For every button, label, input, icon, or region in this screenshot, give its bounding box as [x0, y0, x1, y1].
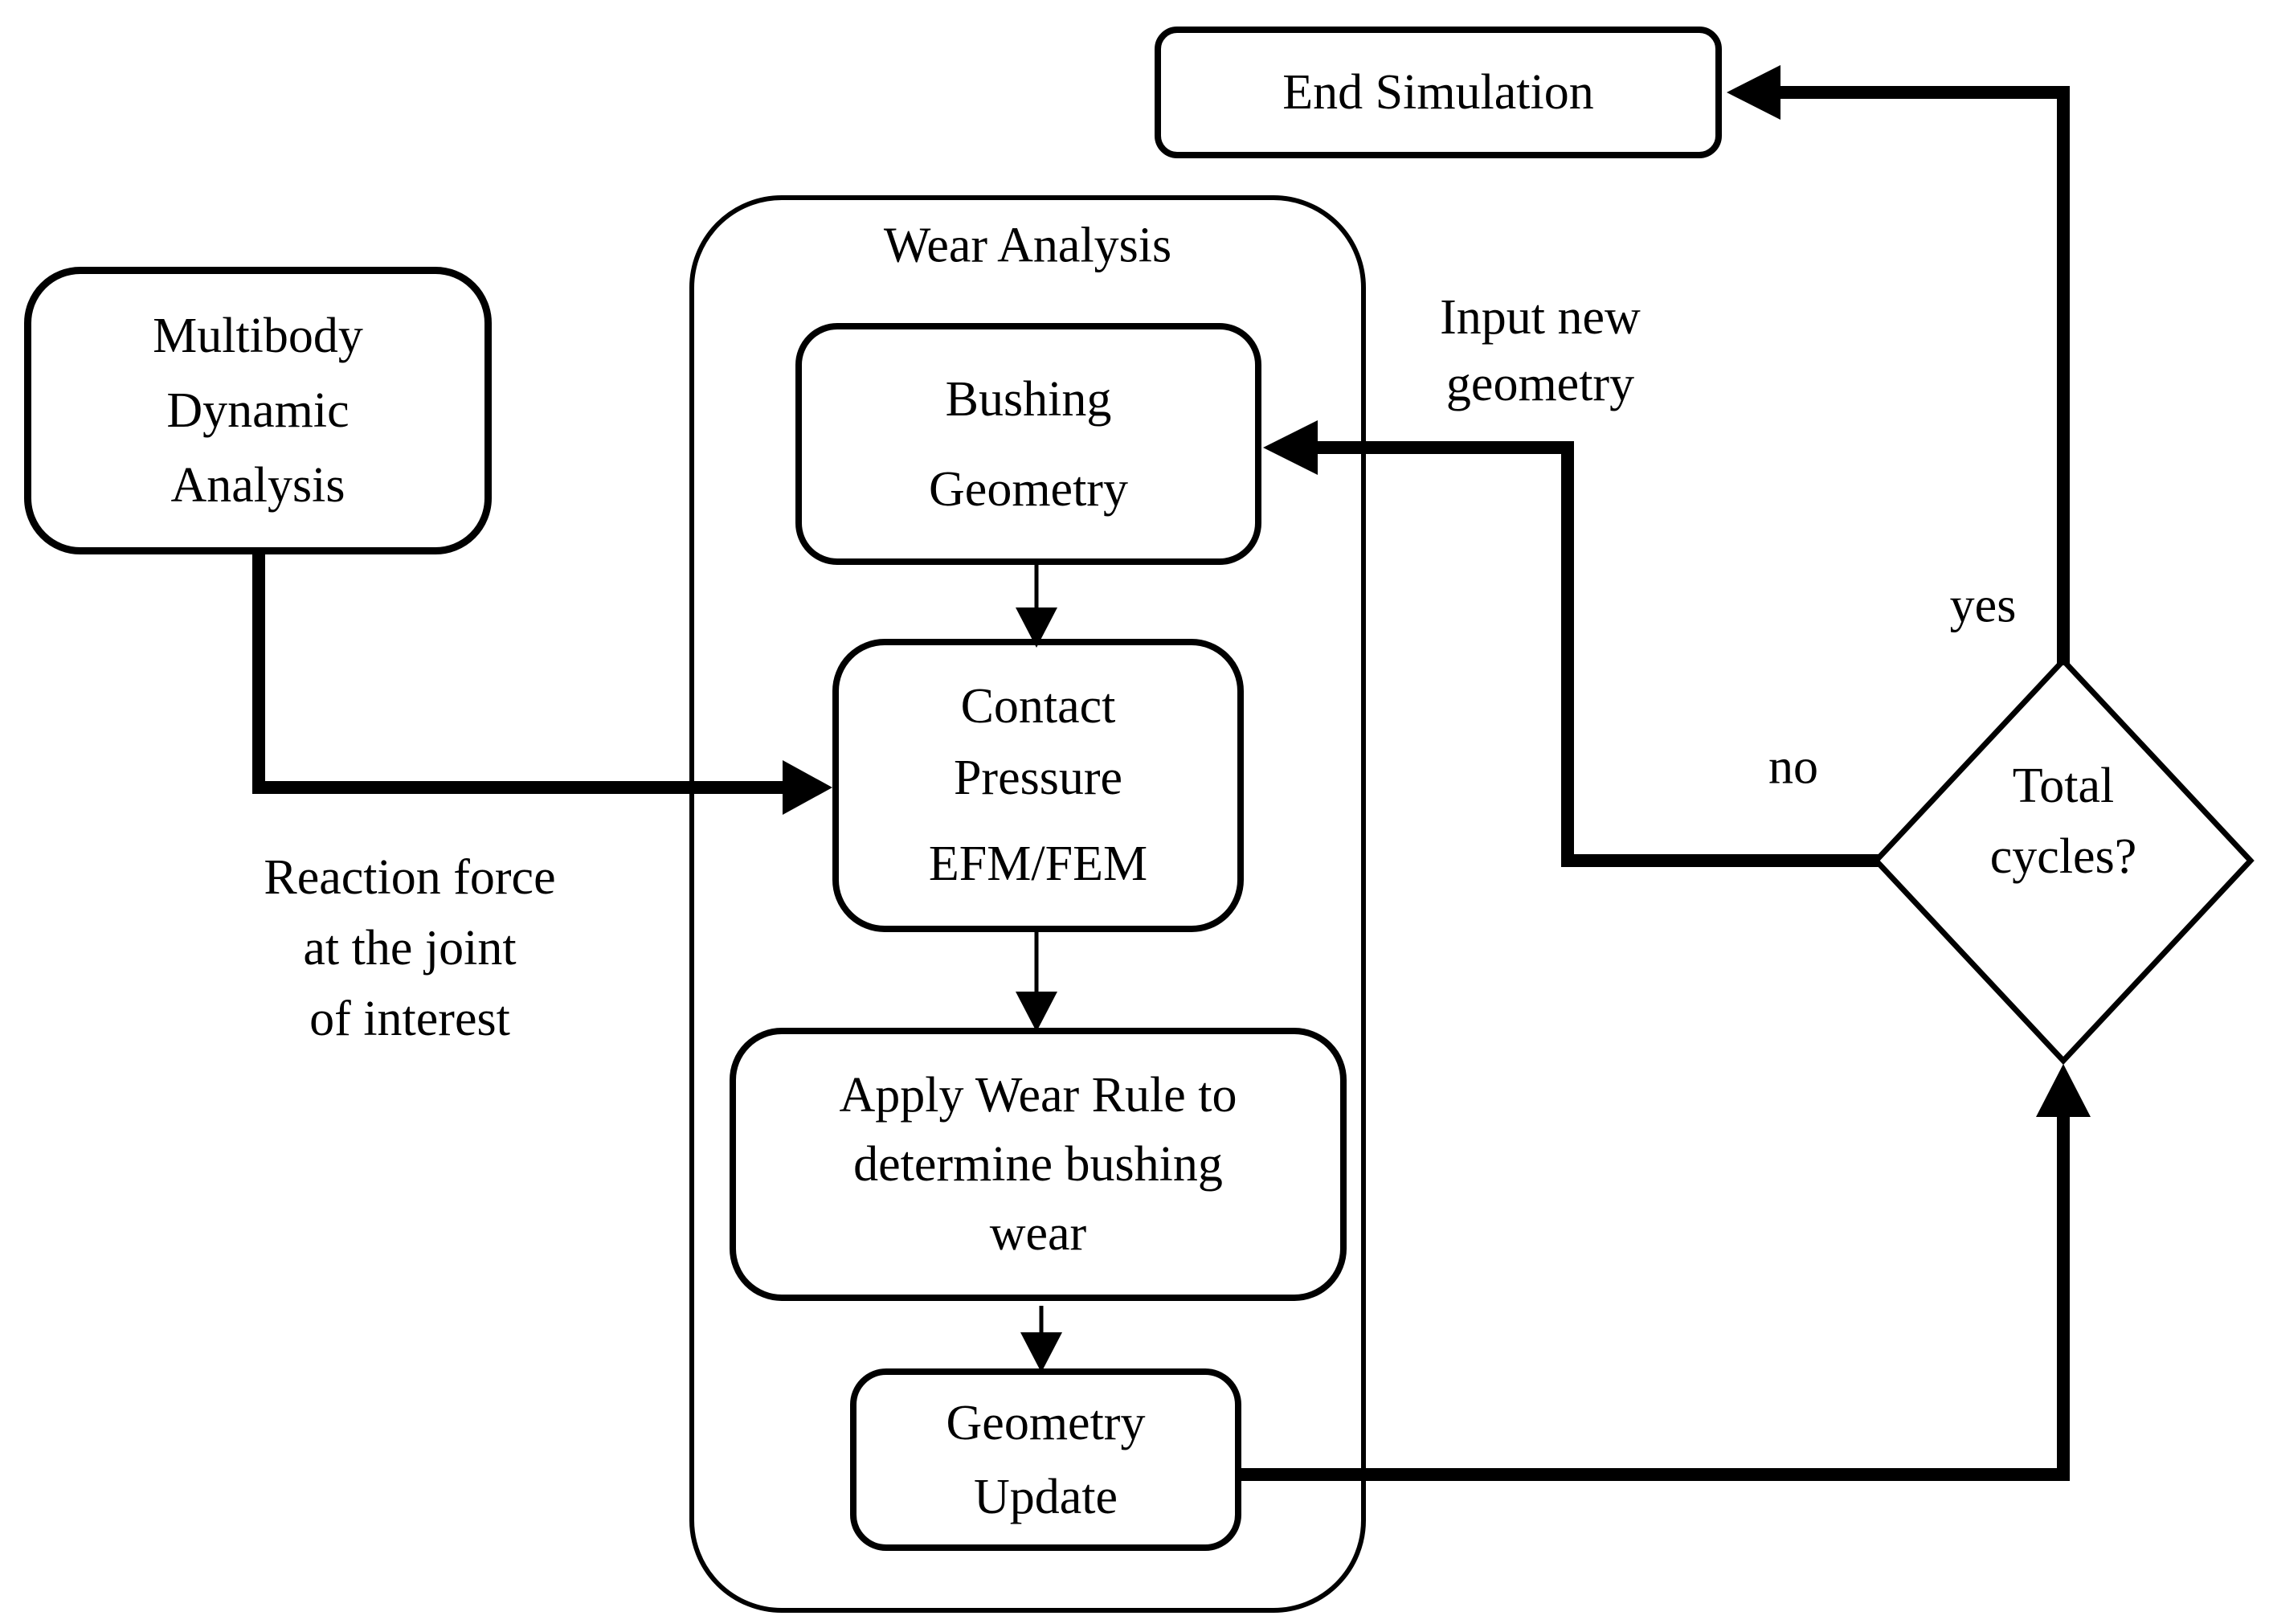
edge-yes-to-end-simulation-line — [1780, 86, 2070, 665]
multibody-dynamic-analysis-node: Multibody Dynamic Analysis — [24, 267, 492, 554]
apply-wear-rule-node: Apply Wear Rule to determine bushing wea… — [730, 1028, 1347, 1301]
bushing-geometry-label: Bushing Geometry — [929, 371, 1128, 517]
edge-apply-to-geometry-update-arrowhead — [1020, 1332, 1062, 1372]
total-cycles-label: Total cycles? — [1989, 759, 2137, 884]
end-simulation-node: End Simulation — [1155, 27, 1722, 158]
contact-pressure-method-label: EFM/FEM — [928, 837, 1148, 891]
bushing-geometry-node: Bushing Geometry — [795, 323, 1261, 565]
end-simulation-label: End Simulation — [1282, 64, 1594, 120]
multibody-dynamic-analysis-label: Multibody Dynamic Analysis — [153, 308, 363, 513]
apply-wear-rule-label: Apply Wear Rule to determine bushing wea… — [839, 1068, 1237, 1261]
geometry-update-node: Geometry Update — [850, 1368, 1241, 1551]
contact-pressure-node: Contact Pressure EFM/FEM — [832, 639, 1244, 932]
no-branch-label: no — [1768, 739, 1818, 795]
edge-no-to-bushing-geometry-line — [1318, 441, 1879, 867]
input-new-geometry-label: Input new geometry — [1440, 290, 1641, 411]
yes-branch-label: yes — [1949, 578, 2017, 633]
edge-geometry-update-to-total-cycles-line — [1240, 1117, 2070, 1481]
edge-bushing-to-contact-arrowhead — [1016, 607, 1057, 648]
edge-yes-to-end-simulation-arrowhead — [1727, 65, 1780, 120]
edge-multibody-to-contact-arrowhead — [783, 760, 832, 815]
geometry-update-label: Geometry Update — [946, 1395, 1146, 1524]
total-cycles-decision-diamond — [1872, 656, 2255, 1066]
wear-analysis-title: Wear Analysis — [883, 218, 1172, 273]
edge-geometry-update-to-total-cycles-arrowhead — [2036, 1064, 2091, 1117]
edge-no-to-bushing-geometry-arrowhead — [1263, 420, 1318, 475]
reaction-force-label: Reaction force at the joint of interest — [264, 850, 556, 1046]
edge-contact-to-apply-arrowhead — [1016, 992, 1057, 1032]
edge-multibody-to-contact-line — [252, 551, 783, 794]
contact-pressure-label: Contact Pressure — [953, 679, 1123, 805]
